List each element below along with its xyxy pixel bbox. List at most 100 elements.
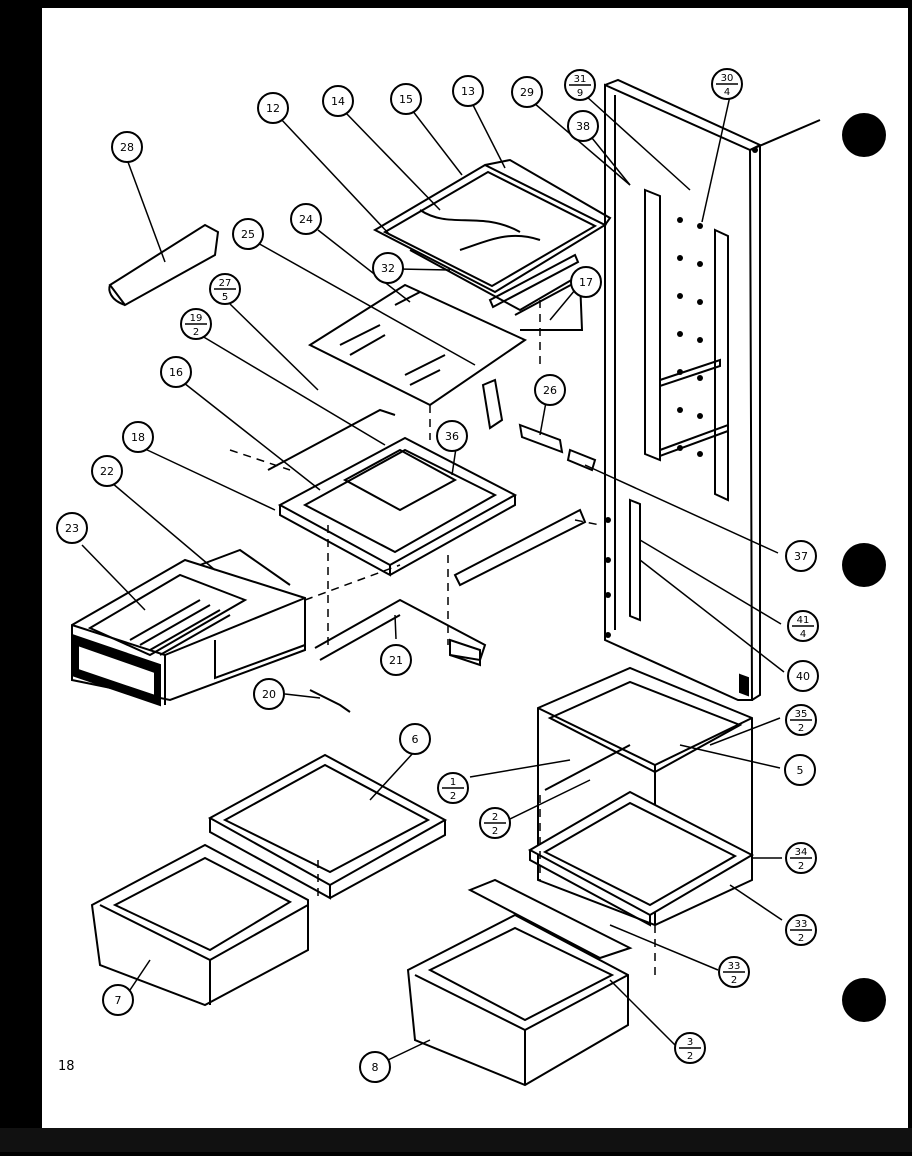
callout-number: 19 <box>190 313 203 324</box>
callout-circle <box>511 76 543 108</box>
callout-circle <box>380 644 412 676</box>
callout-quantity: 4 <box>800 629 806 640</box>
callout-circle <box>570 266 602 298</box>
shelf-rail <box>467 878 633 960</box>
callout-8: 8 <box>359 1051 391 1083</box>
callout-28: 28 <box>111 131 143 163</box>
callout-number: 16 <box>169 366 183 379</box>
callout-quantity: 2 <box>798 861 804 872</box>
callout-30-4: 304 <box>711 68 743 100</box>
callout-34-2: 342 <box>785 842 817 874</box>
callout-quantity: 2 <box>687 1051 693 1062</box>
callout-number: 13 <box>461 85 475 98</box>
callout-number: 28 <box>120 141 134 154</box>
callout-circle <box>232 218 264 250</box>
callout-22: 22 <box>91 455 123 487</box>
callout-circle <box>785 540 817 572</box>
binder-hole <box>842 543 886 587</box>
callout-circle <box>253 678 285 710</box>
crisper-cover-frame <box>267 408 518 577</box>
binder-hole <box>842 978 886 1022</box>
callout-40: 40 <box>787 660 819 692</box>
callout-18: 18 <box>122 421 154 453</box>
callout-circle <box>436 420 468 452</box>
callout-circle <box>534 374 566 406</box>
callout-circle <box>102 984 134 1016</box>
callout-16: 16 <box>160 356 192 388</box>
callout-number: 2 <box>492 812 498 823</box>
callout-17: 17 <box>570 266 602 298</box>
callout-quantity: 4 <box>724 87 730 98</box>
callout-27-5: 275 <box>209 273 241 305</box>
callout-number: 21 <box>389 654 403 667</box>
callout-number: 40 <box>796 670 810 683</box>
drawer-front-panel <box>71 633 161 707</box>
callout-25: 25 <box>232 218 264 250</box>
callout-circle <box>784 754 816 786</box>
callout-21: 21 <box>380 644 412 676</box>
callout-quantity: 2 <box>798 723 804 734</box>
callout-number: 7 <box>115 994 122 1007</box>
callout-35-2: 352 <box>785 704 817 736</box>
callout-quantity: 2 <box>193 327 199 338</box>
right-crisper-drawer <box>406 913 629 1087</box>
callout-33-2a: 332 <box>785 914 817 946</box>
callout-36: 36 <box>436 420 468 452</box>
callout-quantity: 9 <box>577 88 583 99</box>
callout-number: 12 <box>266 102 280 115</box>
callout-number: 23 <box>65 522 79 535</box>
alignment-lines <box>229 300 656 975</box>
callout-circle <box>122 421 154 453</box>
callout-number: 27 <box>219 278 232 289</box>
callout-24: 24 <box>290 203 322 235</box>
callout-circle <box>787 660 819 692</box>
side-liner-panel <box>604 78 821 701</box>
callout-19-2: 192 <box>180 308 212 340</box>
callout-32: 32 <box>372 252 404 284</box>
callout-number: 20 <box>262 688 276 701</box>
callout-41-4: 414 <box>787 610 819 642</box>
callout-number: 8 <box>372 1061 379 1074</box>
left-crisper-cover <box>207 753 448 900</box>
callout-13: 13 <box>452 75 484 107</box>
callout-33-2b: 332 <box>718 956 750 988</box>
callout-circle <box>372 252 404 284</box>
callout-3-2: 32 <box>674 1032 706 1064</box>
dairy-door-part <box>108 223 220 307</box>
callout-number: 6 <box>412 733 419 746</box>
leader-lines <box>81 95 785 1061</box>
callout-number: 30 <box>721 73 734 84</box>
callout-number: 24 <box>299 213 313 226</box>
callout-circle <box>452 75 484 107</box>
callout-number: 36 <box>445 430 459 443</box>
callout-quantity: 2 <box>492 826 498 837</box>
callout-number: 38 <box>576 120 590 133</box>
callout-circle <box>390 83 422 115</box>
callout-number: 37 <box>794 550 808 563</box>
callout-number: 15 <box>399 93 413 106</box>
callout-number: 3 <box>687 1037 693 1048</box>
callout-7: 7 <box>102 984 134 1016</box>
callout-12: 12 <box>257 92 289 124</box>
callout-number: 41 <box>797 615 810 626</box>
callout-number: 26 <box>543 384 557 397</box>
callout-26: 26 <box>534 374 566 406</box>
callout-number: 1 <box>450 777 456 788</box>
callout-number: 34 <box>795 847 808 858</box>
callout-number: 32 <box>381 262 395 275</box>
callout-circle <box>567 110 599 142</box>
callout-quantity: 5 <box>222 292 228 303</box>
callout-number: 33 <box>795 919 808 930</box>
callout-circle <box>111 131 143 163</box>
right-crisper-cover <box>527 790 755 927</box>
callout-quantity: 2 <box>798 933 804 944</box>
page-number: 18 <box>58 1059 75 1074</box>
callout-number: 5 <box>797 764 804 777</box>
callout-circle <box>359 1051 391 1083</box>
callout-number: 17 <box>579 276 593 289</box>
liner-screw-holes <box>605 147 758 638</box>
callout-number: 29 <box>520 86 534 99</box>
callout-number: 31 <box>574 74 587 85</box>
callout-20: 20 <box>253 678 285 710</box>
